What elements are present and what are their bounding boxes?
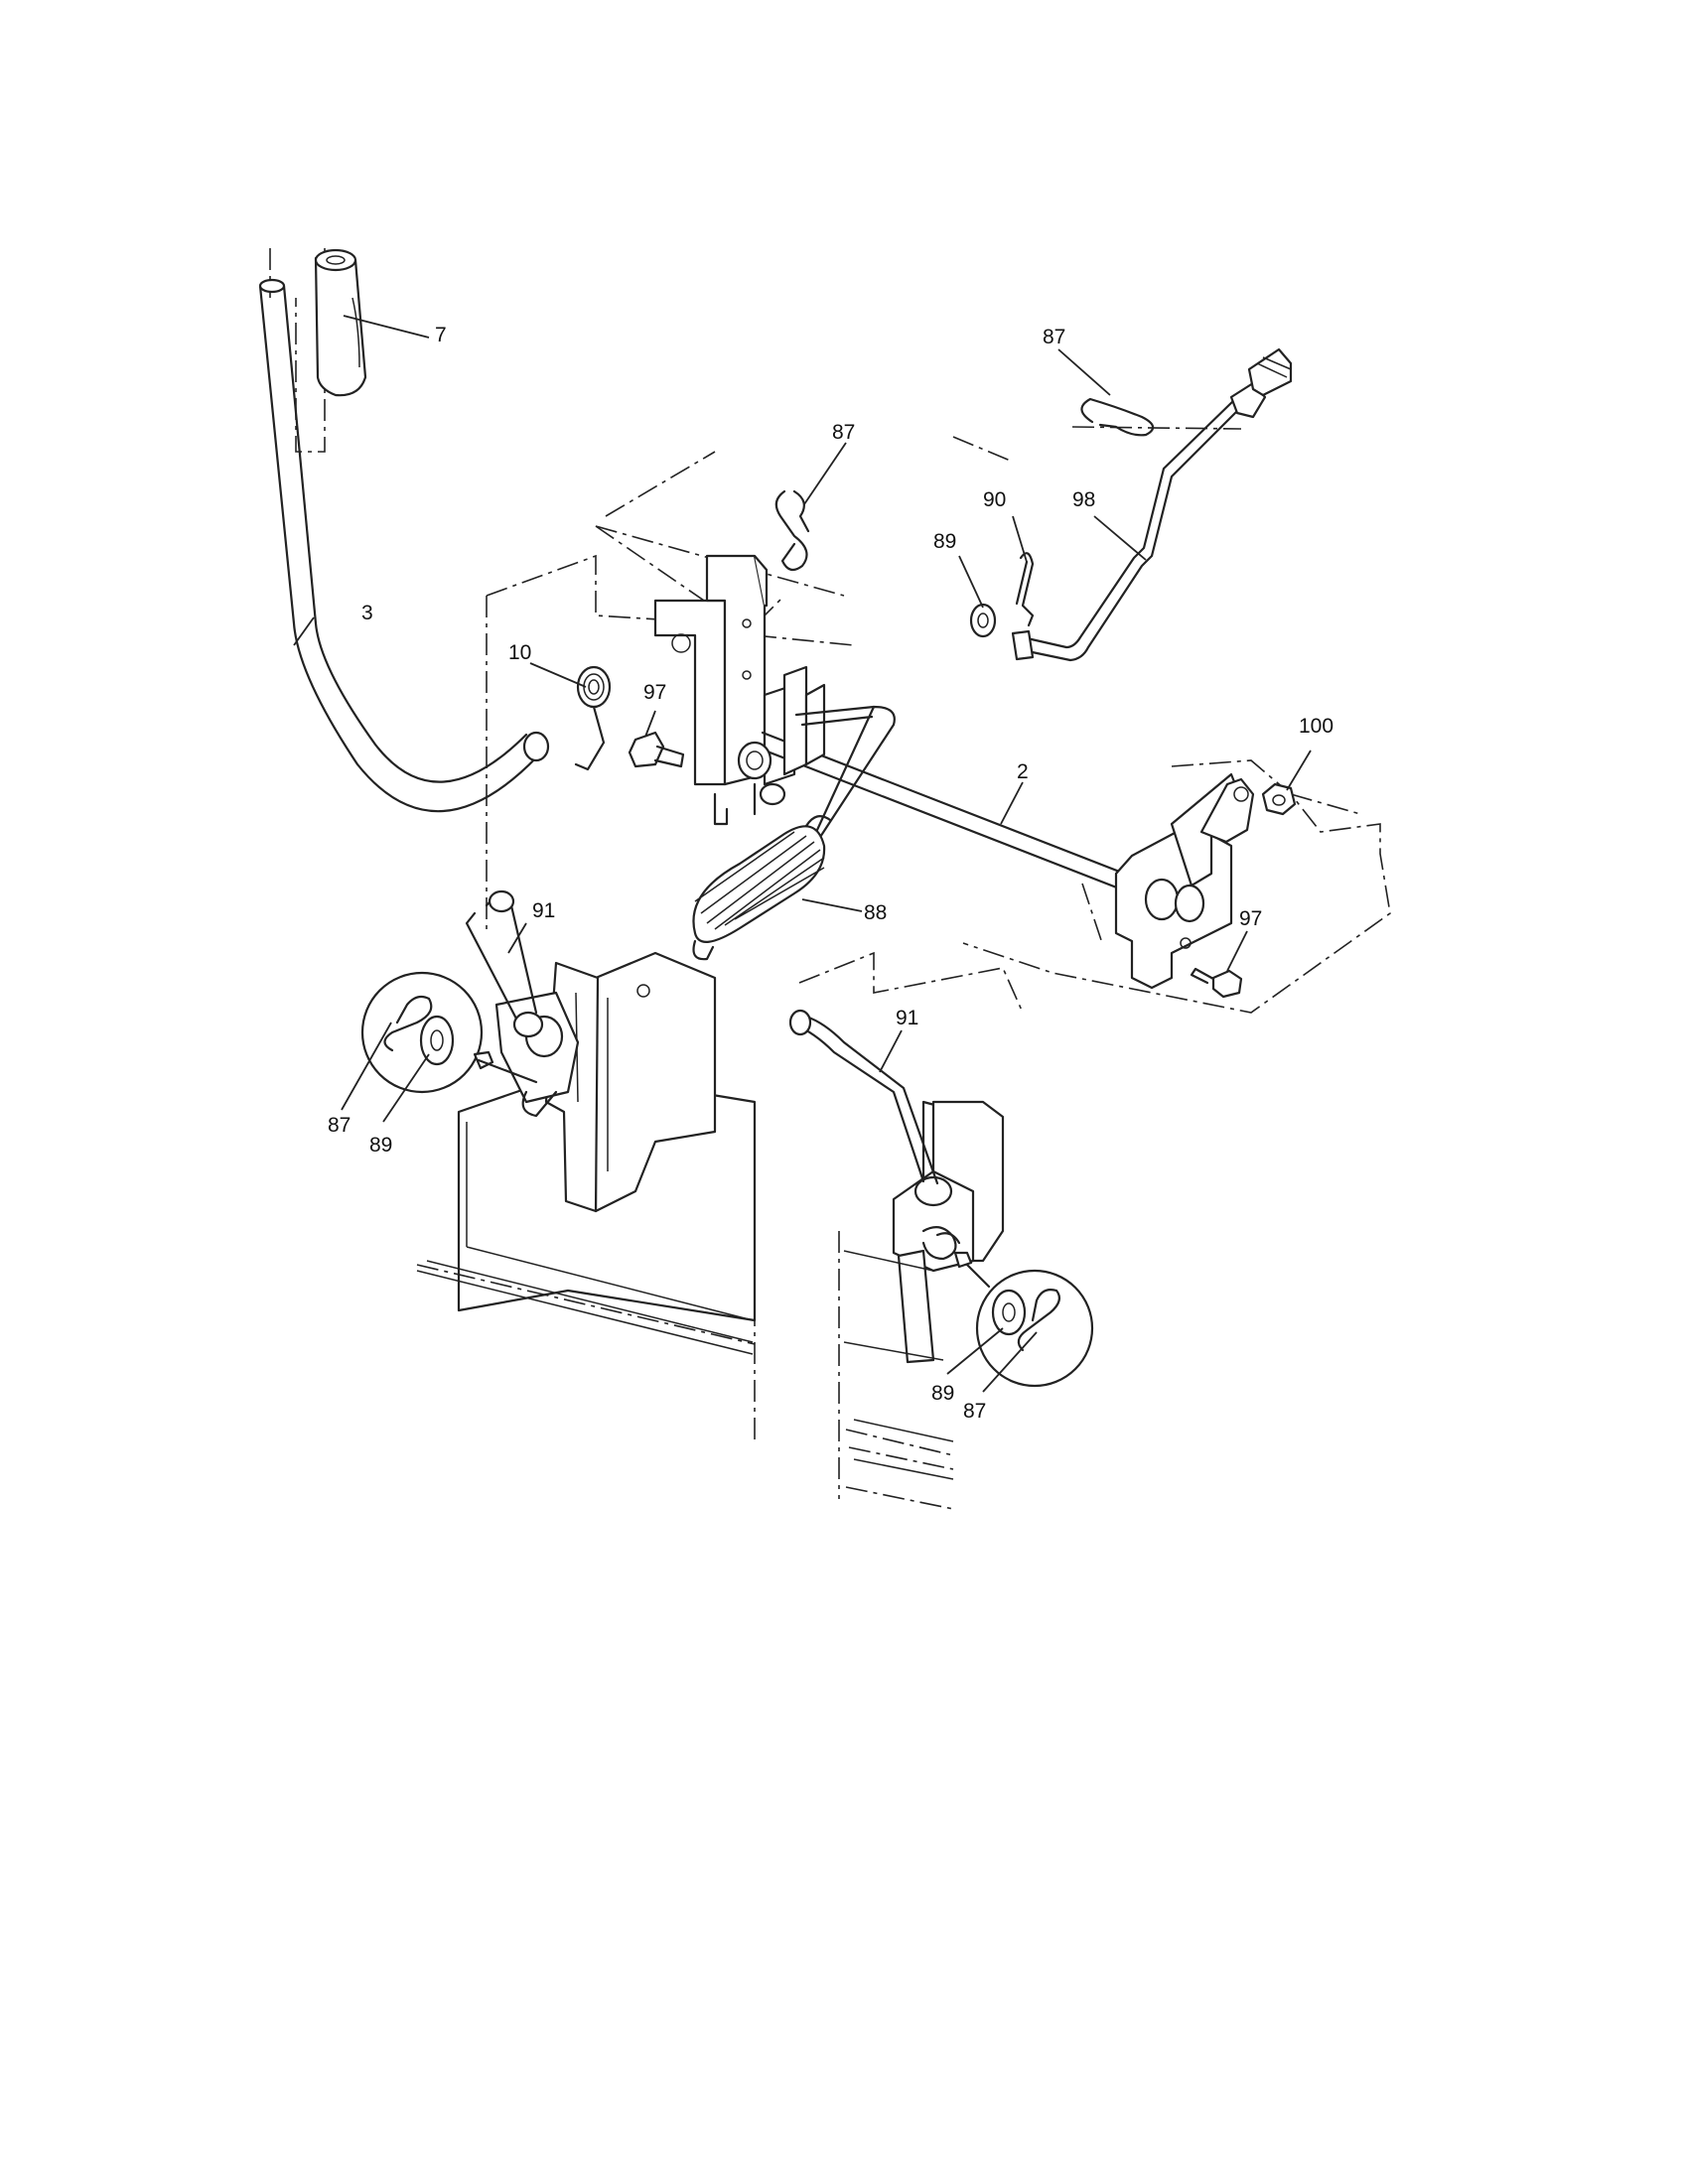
detail-circle-right	[953, 1251, 1094, 1388]
part-87-hairpin-upper	[774, 489, 810, 572]
callout-90: 90	[983, 488, 1006, 511]
callout-97-upper: 97	[643, 681, 666, 704]
callout-7: 7	[435, 324, 447, 346]
callout-91-right: 91	[896, 1007, 918, 1029]
part-97-bolt-upper	[628, 731, 685, 768]
part-87-hairpin-right	[1080, 397, 1155, 437]
part-97-bolt-lower	[1190, 967, 1243, 999]
part-98-rod	[1011, 347, 1293, 662]
part-91-link-left	[465, 889, 544, 1038]
callout-100: 100	[1299, 715, 1333, 738]
callout-87-upper: 87	[832, 421, 855, 444]
leader-lines	[293, 315, 1312, 1393]
callout-98: 98	[1072, 488, 1095, 511]
part-90-clip	[1015, 552, 1035, 627]
callout-89-left-detail: 89	[369, 1134, 392, 1157]
right-deck-bracket	[892, 1100, 1005, 1364]
callout-89-right-detail: 89	[931, 1382, 954, 1405]
callout-2: 2	[1017, 760, 1029, 783]
part-89-washer-upper	[969, 603, 997, 638]
callout-87-right-detail: 87	[963, 1400, 986, 1423]
callout-97-lower: 97	[1239, 907, 1262, 930]
right-deck-panel	[838, 1231, 954, 1510]
part-10-spring	[574, 665, 612, 771]
part-91-link-right	[788, 1009, 939, 1185]
callout-3: 3	[361, 602, 373, 624]
callout-91-left: 91	[532, 899, 555, 922]
part-3-lift-handle	[258, 278, 550, 813]
part-2-shaft	[737, 665, 1142, 895]
callout-89-upper: 89	[933, 530, 956, 553]
part-7-grip	[314, 248, 367, 397]
callout-87-right: 87	[1043, 326, 1065, 348]
center-bracket	[653, 554, 796, 826]
detail-circle-left	[360, 971, 538, 1094]
callout-88: 88	[864, 901, 887, 924]
callout-numbers: 7 3 87 87 90 89 98 10 97 2 100 88 97 91 …	[328, 324, 1333, 1423]
callout-87-left-detail: 87	[328, 1114, 351, 1137]
left-deck-bracket	[457, 951, 757, 1322]
part-100-nut	[1261, 782, 1297, 816]
part-88-spring	[692, 815, 832, 961]
callout-10: 10	[508, 641, 531, 664]
left-deck-panel	[416, 1122, 756, 1439]
right-bracket	[1114, 772, 1255, 990]
